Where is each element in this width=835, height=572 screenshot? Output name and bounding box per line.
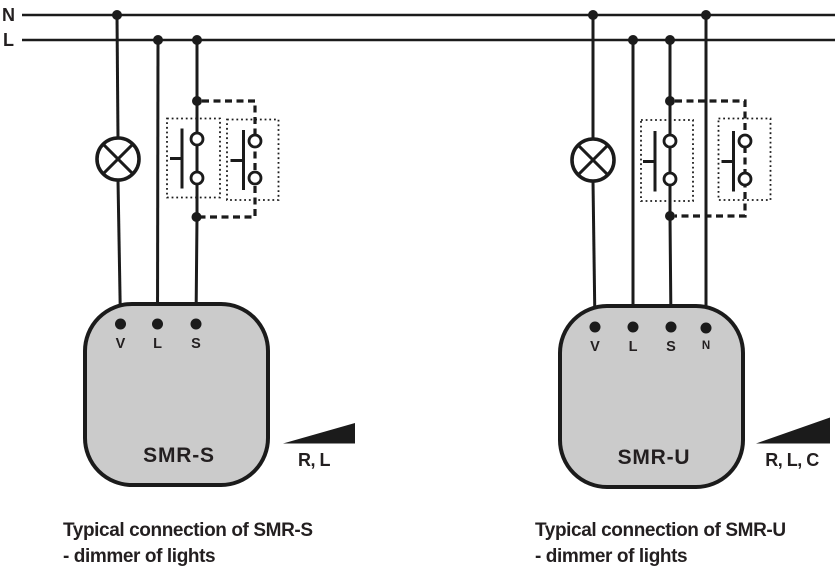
phase-bus-label: L	[3, 30, 14, 50]
dimmer-ramp-icon	[283, 423, 355, 444]
lamp-to-v-wire	[591, 180, 597, 328]
junction-dot	[192, 96, 202, 106]
phase-to-l-wire	[156, 39, 160, 325]
junction-dot	[191, 212, 202, 222]
caption-line-2: - dimmer of lights	[535, 546, 687, 567]
junction-dot	[192, 35, 202, 45]
caption-line-2: - dimmer of lights	[63, 546, 215, 567]
smr-s-module: V L S SMR-S	[83, 302, 270, 487]
module-body	[558, 304, 745, 489]
junction-dot	[665, 211, 675, 221]
power-bus: N L	[2, 5, 835, 50]
optional-switch-link	[675, 99, 747, 218]
junction-dot	[153, 35, 163, 45]
junction-dot	[665, 35, 675, 45]
optional-pushbutton-switch	[226, 118, 280, 201]
caption-line-1: Typical connection of SMR-S	[63, 520, 313, 541]
terminal-dot-l	[152, 318, 163, 330]
terminal-label-n: N	[702, 340, 710, 352]
terminal-label-s: S	[191, 336, 201, 352]
optional-switch-link	[201, 99, 257, 219]
load-types-label: R, L	[298, 450, 331, 470]
terminal-dot-v	[115, 318, 126, 330]
module-name: SMR-S	[143, 444, 215, 467]
load-types-label: R, L, C	[765, 450, 819, 470]
dimmer-ramp-icon	[756, 417, 830, 444]
lamp-to-v-wire	[116, 179, 122, 325]
caption-line-1: Typical connection of SMR-U	[535, 520, 786, 541]
terminal-label-v: V	[116, 336, 126, 352]
terminal-label-l: L	[153, 336, 162, 352]
terminal-dot-s	[190, 318, 202, 330]
pushbutton-switch	[166, 117, 221, 199]
terminal-label-v: V	[590, 339, 600, 355]
junction-dot	[112, 10, 122, 20]
junction-dot	[665, 96, 675, 106]
lamp-icon	[570, 137, 616, 183]
module-body	[83, 302, 270, 487]
terminal-dot-s	[665, 321, 677, 333]
junction-dot	[628, 35, 638, 45]
junction-dot	[588, 10, 598, 20]
junction-dot	[701, 10, 711, 20]
terminal-label-l: L	[629, 339, 638, 355]
terminal-label-s: S	[666, 339, 676, 355]
lamp-icon	[95, 136, 141, 182]
module-name: SMR-U	[618, 446, 691, 469]
smr-s-circuit: V L S SMR-S R, L Typical connection of S…	[63, 10, 355, 567]
neutral-bus-label: N	[2, 5, 15, 25]
terminal-dot-l	[627, 321, 639, 333]
optional-pushbutton-switch	[717, 117, 772, 201]
terminal-dot-n	[700, 322, 712, 334]
lamp-supply-wire	[115, 14, 120, 140]
smr-u-module: V L S N SMR-U	[558, 304, 745, 489]
terminal-dot-v	[589, 321, 601, 333]
pushbutton-switch	[640, 119, 694, 202]
smr-u-circuit: V L S N SMR-U R, L, C Typical connection…	[535, 10, 830, 567]
